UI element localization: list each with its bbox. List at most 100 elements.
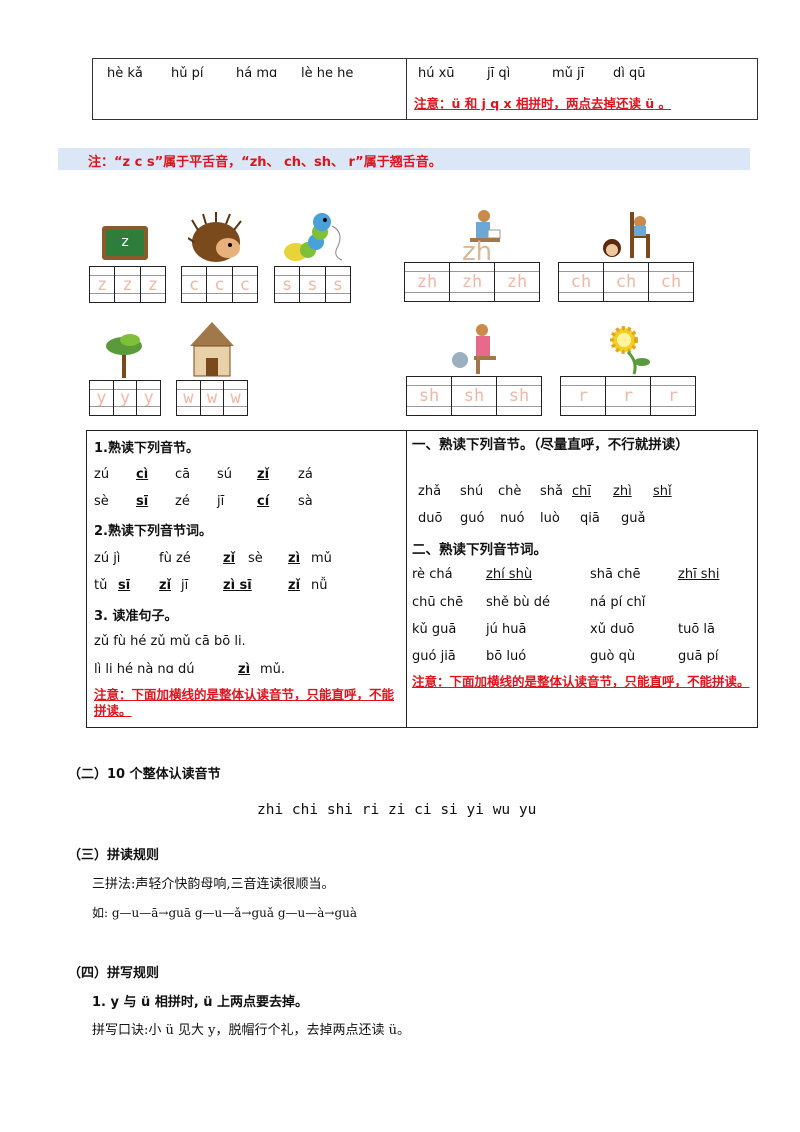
- grid-cell: zh: [405, 263, 450, 301]
- grid-cell: c: [207, 267, 233, 302]
- writing-rhyme: 拼写口诀:小 ü 见大 y，脱帽行个礼，去掉两点还读 ü。: [92, 1023, 410, 1038]
- syllable: zhǎ: [418, 484, 442, 499]
- grid-c: c c c: [181, 266, 258, 303]
- left-heading-3: 3. 读准句子。: [94, 609, 178, 624]
- left-note: 注意：下面加横线的是整体认读音节，只能直呼，不能拼读。: [94, 687, 395, 718]
- syllable: nǚ: [311, 578, 328, 593]
- word: zú jì: [94, 551, 121, 566]
- word: guó jiā: [412, 649, 456, 664]
- grid-cell: ch: [649, 263, 693, 301]
- grid-cell: r: [606, 377, 651, 415]
- spelling-rule: 三拼法:声轻介快韵母响,三音连读很顺当。: [92, 877, 335, 892]
- left-syllable-2: hǔ pí: [171, 66, 204, 81]
- grid-cell: r: [561, 377, 606, 415]
- grid-cell: sh: [407, 377, 452, 415]
- section-3-title: （三）拼读规则: [68, 848, 160, 863]
- syllable-underlined: chī: [572, 484, 591, 499]
- table-divider: [406, 59, 407, 119]
- syllable-underlined: zǐ: [288, 578, 301, 593]
- syllable: zá: [298, 467, 313, 482]
- syllable: luò: [540, 511, 560, 526]
- syllable-underlined: sī: [118, 578, 131, 593]
- right-note: 注意：下面加横线的是整体认读音节，只能直呼，不能拼读。: [412, 674, 750, 689]
- word: fù zé: [159, 551, 191, 566]
- word: kǔ guā: [412, 622, 457, 637]
- grid-cell: zh: [495, 263, 539, 301]
- syllable-underlined: shǐ: [653, 484, 672, 499]
- left-syllable-3: há mɑ: [236, 66, 278, 81]
- syllable-underlined: zǐ: [159, 578, 172, 593]
- section-4-title: （四）拼写规则: [68, 966, 160, 981]
- right-syllable-4: dì qū: [613, 66, 646, 81]
- syllable: sà: [298, 494, 313, 509]
- syllable-underlined: zǐ: [257, 467, 270, 482]
- syllable: jī: [217, 494, 225, 509]
- syllable: guǎ: [621, 511, 646, 526]
- syllable-underlined: zǐ: [223, 551, 236, 566]
- syllable: guó: [460, 511, 485, 526]
- house-image: [190, 322, 234, 377]
- left-syllable-1: hè kǎ: [107, 66, 143, 81]
- grid-cell: zh: [450, 263, 495, 301]
- right-syllable-3: mǔ jī: [552, 66, 585, 81]
- grid-cell: y: [113, 381, 138, 415]
- grid-ch: ch ch ch: [558, 262, 694, 302]
- grid-cell: s: [275, 267, 301, 302]
- grid-cell: z: [115, 267, 141, 302]
- syllable: sú: [217, 467, 233, 482]
- zh-letter: zh: [462, 237, 492, 262]
- syllable-underlined: cì: [136, 467, 149, 482]
- grid-cell: w: [177, 381, 201, 415]
- spelling-example: 如: g—u—ā→guā g—u—ǎ→guǎ g—u—à→guà: [92, 906, 358, 920]
- sun-sunflower-image: [610, 326, 650, 375]
- grid-cell: s: [325, 267, 351, 302]
- sentence: zǔ fù hé zǔ mǔ cā bō li.: [94, 634, 246, 649]
- word: shā chē: [590, 567, 641, 582]
- word-underlined: zhī shi: [678, 567, 720, 582]
- syllable: duō: [418, 511, 443, 526]
- grid-cell: y: [90, 381, 114, 415]
- word-underlined: zhí shù: [486, 567, 533, 582]
- hedgehog-image: [188, 212, 242, 262]
- grid-zh: zh zh zh: [404, 262, 540, 302]
- syllable: shú: [460, 484, 484, 499]
- tree-image: [106, 334, 142, 378]
- caterpillar-image: [284, 213, 343, 261]
- tongue-note: 注：“z c s”属于平舌音，“zh、 ch、sh、 r”属于翘舌音。: [88, 155, 442, 170]
- syllable-underlined: sī: [136, 494, 149, 509]
- right-heading-1: 一、熟读下列音节。（尽量直呼，不行就拼读）: [412, 437, 689, 453]
- section-4-subtitle: 1. y 与 ü 相拼时, ü 上两点要去掉。: [92, 995, 309, 1010]
- exercise-table: [86, 430, 758, 728]
- grid-cell: s: [300, 267, 326, 302]
- syllable-underlined: zì sī: [223, 578, 252, 593]
- grid-cell: z: [90, 267, 116, 302]
- syllable: jī: [181, 578, 189, 593]
- word: tuō lā: [678, 622, 716, 637]
- grid-cell: c: [182, 267, 208, 302]
- syllable-underlined: zì: [288, 551, 301, 566]
- syllable-underlined: zì: [238, 662, 251, 677]
- syllable-underlined: zhì: [613, 484, 632, 499]
- whole-syllables: zhi chi shi ri zi ci si yi wu yu: [257, 802, 537, 818]
- grid-cell: y: [137, 381, 160, 415]
- table-divider: [406, 431, 407, 727]
- ch-child-chair-image: [603, 212, 650, 258]
- grid-r: r r r: [560, 376, 696, 416]
- syllable: mǔ.: [260, 662, 286, 677]
- section-2-title: （二）10 个整体认读音节: [68, 767, 221, 782]
- grid-cell: ch: [559, 263, 604, 301]
- grid-y: y y y: [89, 380, 161, 416]
- top-table: [92, 58, 758, 120]
- word: jú huā: [486, 622, 527, 637]
- zh-child-reading-image: zh: [462, 210, 501, 262]
- chalkboard-image: z: [102, 226, 148, 260]
- word: chū chē: [412, 595, 464, 610]
- grid-w: w w w: [176, 380, 248, 416]
- syllable: sè: [248, 551, 263, 566]
- right-syllable-2: jī qì: [487, 66, 511, 81]
- right-heading-2: 二、熟读下列音节词。: [412, 542, 547, 558]
- left-syllable-4: lè he he: [301, 66, 354, 81]
- syllable: nuó: [500, 511, 525, 526]
- grid-z: z z z: [89, 266, 166, 303]
- grid-cell: w: [224, 381, 247, 415]
